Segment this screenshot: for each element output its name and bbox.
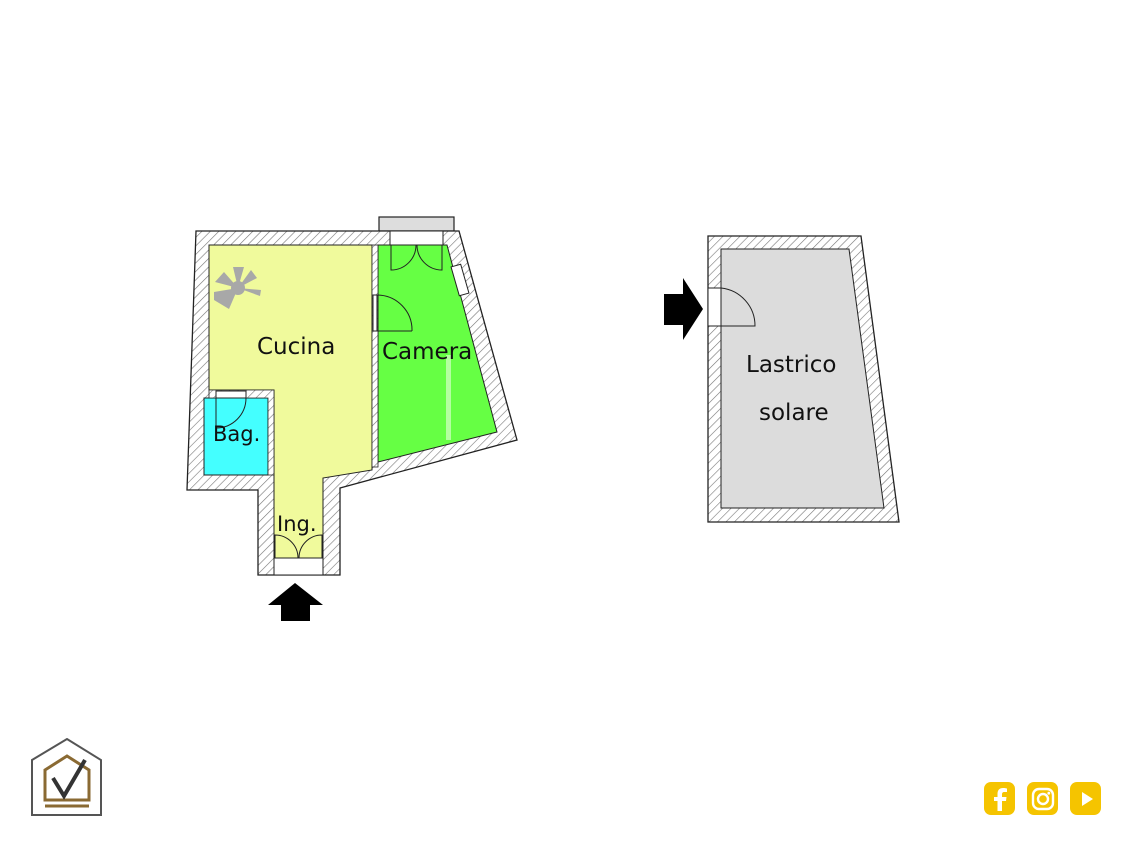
social-links [984, 782, 1101, 815]
label-camera: Camera [382, 339, 472, 365]
window-camera [450, 263, 470, 297]
door-bagno [215, 390, 247, 429]
facebook-icon[interactable] [984, 782, 1015, 815]
entrance-door [273, 534, 324, 576]
terrace-plan: Lastrico solare [664, 235, 900, 523]
partition-wall [371, 244, 379, 468]
door-camera-balcony [389, 230, 444, 271]
balcony [378, 216, 455, 232]
label-lastrico-line2: solare [759, 400, 829, 426]
room-lastrico [720, 248, 885, 509]
spiral-stair-icon [214, 267, 261, 309]
house-check-logo [31, 737, 103, 822]
instagram-icon[interactable] [1027, 782, 1058, 815]
label-cucina: Cucina [257, 334, 335, 360]
label-lastrico-line1: Lastrico [746, 352, 836, 378]
camera-highlight [446, 355, 451, 440]
label-ingresso: Ing. [277, 512, 317, 536]
apartment-plan: Cucina Camera Bag. Ing. [186, 216, 518, 621]
bagno-wall [208, 389, 275, 476]
label-bagno: Bag. [213, 422, 260, 446]
arrow-up-icon [268, 583, 323, 621]
arrow-right-icon [664, 278, 703, 340]
youtube-icon[interactable] [1070, 782, 1101, 815]
door-cucina-camera [372, 294, 413, 332]
door-terrace [707, 287, 756, 327]
